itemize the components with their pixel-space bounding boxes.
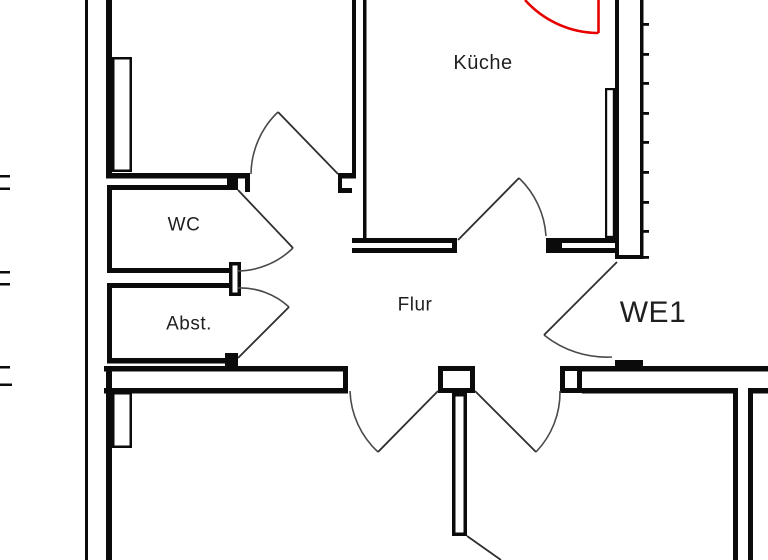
wall	[107, 358, 238, 364]
door-leaf	[237, 189, 294, 249]
edge-tick	[0, 271, 10, 274]
wall	[546, 238, 562, 253]
room-label-wc: WC	[167, 214, 201, 236]
wall-outline	[112, 57, 132, 172]
wall	[582, 388, 735, 394]
wall-outline	[604, 87, 615, 239]
door-leaf	[377, 390, 439, 453]
door-swing-arc	[250, 111, 279, 175]
wall	[104, 366, 348, 372]
door-swing-arc	[349, 390, 379, 453]
wall	[106, 366, 112, 560]
edge-tick	[0, 187, 10, 190]
wall-outline	[452, 393, 467, 536]
door-leaf	[466, 535, 502, 560]
wall	[751, 388, 768, 394]
wall	[338, 188, 352, 193]
wall	[343, 366, 348, 394]
door-swing-arc	[535, 390, 561, 453]
wall-outline	[229, 262, 241, 296]
door-leaf	[543, 261, 618, 336]
wall	[615, 0, 619, 256]
door-swing-arc	[518, 177, 547, 237]
wall-hatch-tick	[643, 82, 649, 85]
room-label-abst: Abst.	[166, 313, 212, 335]
room-label-flur: Flur	[397, 294, 433, 316]
wall-hatch-tick	[643, 256, 649, 259]
door-swing-arc	[237, 287, 290, 308]
door-leaf	[277, 111, 339, 175]
wall-hatch-tick	[643, 112, 649, 115]
wall-hatch-tick	[643, 53, 649, 56]
door-leaf	[237, 306, 290, 359]
wall-hatch-tick	[643, 23, 649, 26]
wall	[85, 0, 88, 560]
door-swing-arc	[237, 247, 294, 272]
wall	[352, 238, 457, 243]
wall	[107, 283, 112, 363]
wall	[107, 185, 112, 273]
wall	[227, 178, 238, 190]
edge-tick	[0, 366, 10, 369]
wall-hatch-tick	[643, 171, 649, 174]
edge-tick	[0, 283, 10, 286]
door-leaf	[457, 177, 520, 241]
room-label-kueche: Küche	[453, 52, 513, 74]
wall	[615, 255, 643, 259]
edge-tick	[0, 175, 10, 178]
wall	[245, 173, 250, 192]
wall	[106, 0, 112, 178]
wall-hatch-tick	[643, 201, 649, 204]
wall	[452, 238, 457, 253]
wall	[615, 360, 643, 368]
wall-outline	[438, 366, 475, 393]
door-leaf	[474, 390, 537, 453]
wall	[733, 388, 738, 560]
wall	[106, 173, 250, 179]
wall	[748, 388, 753, 560]
wall	[107, 283, 230, 288]
wall-outline	[560, 366, 582, 393]
wall	[562, 238, 617, 243]
wall	[582, 366, 768, 372]
wall	[104, 388, 348, 394]
wall	[107, 185, 238, 190]
wall	[338, 173, 356, 179]
wall	[352, 0, 356, 176]
edge-tick	[0, 383, 12, 386]
wall	[640, 0, 644, 259]
door-swing-arc	[543, 334, 613, 358]
unit-label-we1: WE1	[619, 296, 687, 329]
wall	[562, 248, 617, 253]
wall	[363, 0, 367, 240]
wall	[338, 173, 342, 193]
wall-outline	[112, 392, 132, 448]
wall	[225, 353, 238, 366]
wall-hatch-tick	[643, 141, 649, 144]
wall	[107, 268, 230, 273]
wall-hatch-tick	[643, 230, 649, 233]
wall	[352, 248, 457, 253]
red-door-swing-arc	[524, 0, 599, 35]
